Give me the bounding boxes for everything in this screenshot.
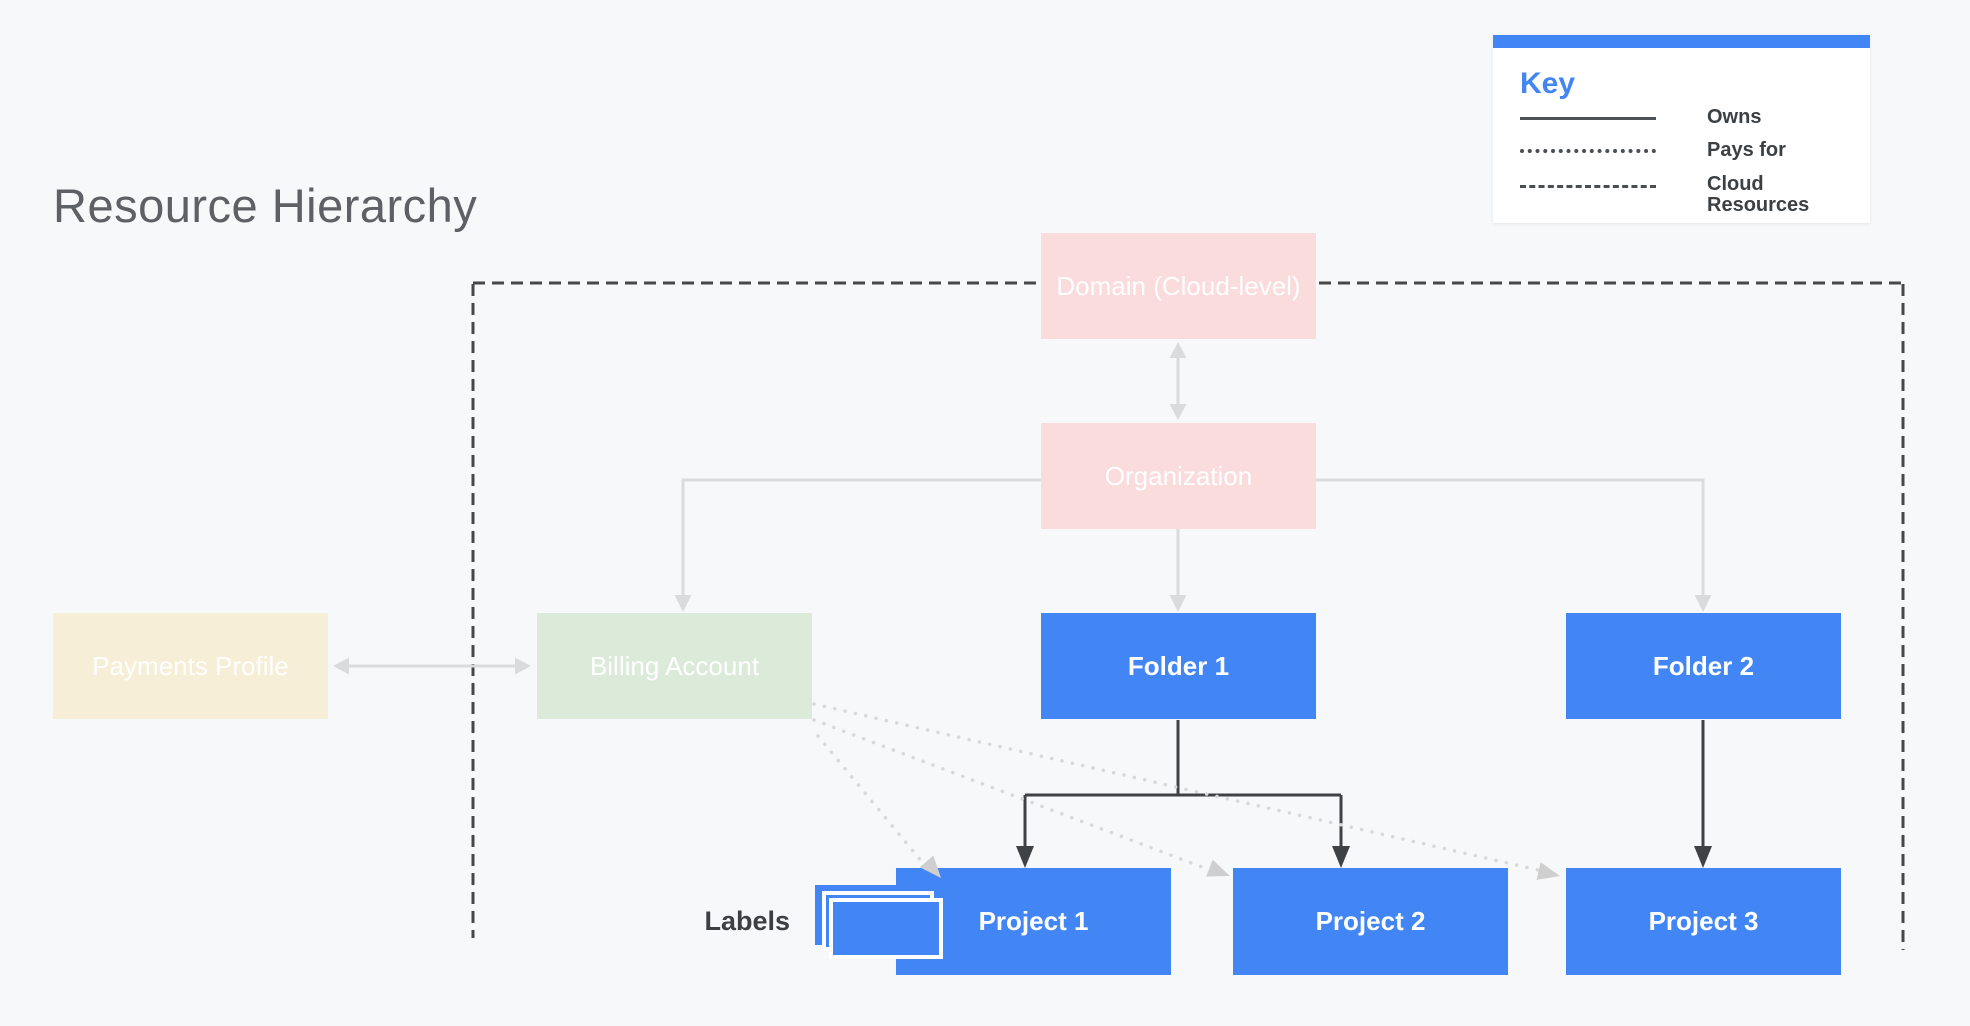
node-project-2: Project 2 [1233,868,1508,975]
node-organization: Organization [1041,423,1316,529]
node-folder-2: Folder 2 [1566,613,1841,719]
labels-cards-icon [815,885,947,963]
node-project-3: Project 3 [1566,868,1841,975]
legend-label-cloud-resources: Cloud Resources [1707,173,1810,216]
legend-label-pays-for: Pays for [1707,139,1786,161]
node-domain: Domain (Cloud-level) [1041,233,1316,339]
legend-accent-bar [1493,35,1870,48]
node-payments-profile: Payments Profile [53,613,328,719]
owns-connectors-dark [1023,720,1705,850]
node-billing-account: Billing Account [537,613,812,719]
legend-heading: Key [1520,67,1576,100]
label-card-front [829,898,943,959]
legend-panel: Key Owns Pays for Cloud Resources [1493,35,1870,223]
labels-caption: Labels [704,906,790,936]
legend-dotted-line-sample [1520,149,1656,153]
legend-solid-line-sample [1520,117,1656,120]
legend-dashed-line-sample [1520,185,1656,188]
pays-for-dotted [812,702,1540,872]
page-title: Resource Hierarchy [53,179,478,232]
node-folder-1: Folder 1 [1041,613,1316,719]
legend-label-owns: Owns [1707,106,1762,128]
owns-arrowheads-dark [1016,846,1712,868]
